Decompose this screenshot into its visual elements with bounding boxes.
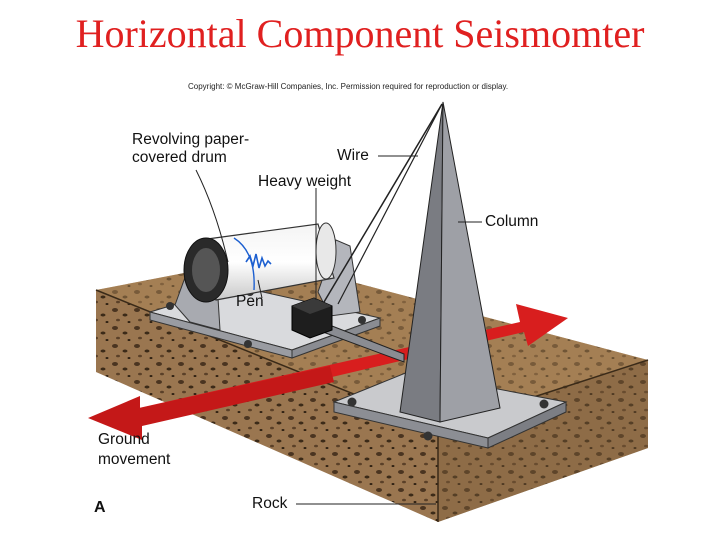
slide-title: Horizontal Component Seismomter [75,11,645,56]
rock-front-face [96,290,438,522]
heavy-weight [291,297,333,339]
label-drum-line1: Revolving paper- [132,131,250,148]
label-wire: Wire [337,147,369,164]
ground-movement-arrow [88,304,568,440]
revolving-drum [183,222,337,303]
label-heavy-weight: Heavy weight [258,173,352,190]
figure-letter: A [94,499,106,516]
label-drum-line2: covered drum [132,149,227,166]
label-column: Column [485,213,539,230]
label-ground-line1: Ground [98,431,150,448]
column [399,101,501,423]
wire [323,103,443,305]
copyright-notice: Copyright: © McGraw-Hill Companies, Inc.… [188,82,509,91]
label-rock: Rock [252,495,288,512]
label-ground-line2: movement [98,451,171,468]
leader-lines [195,155,482,505]
label-pen: Pen [236,293,264,310]
